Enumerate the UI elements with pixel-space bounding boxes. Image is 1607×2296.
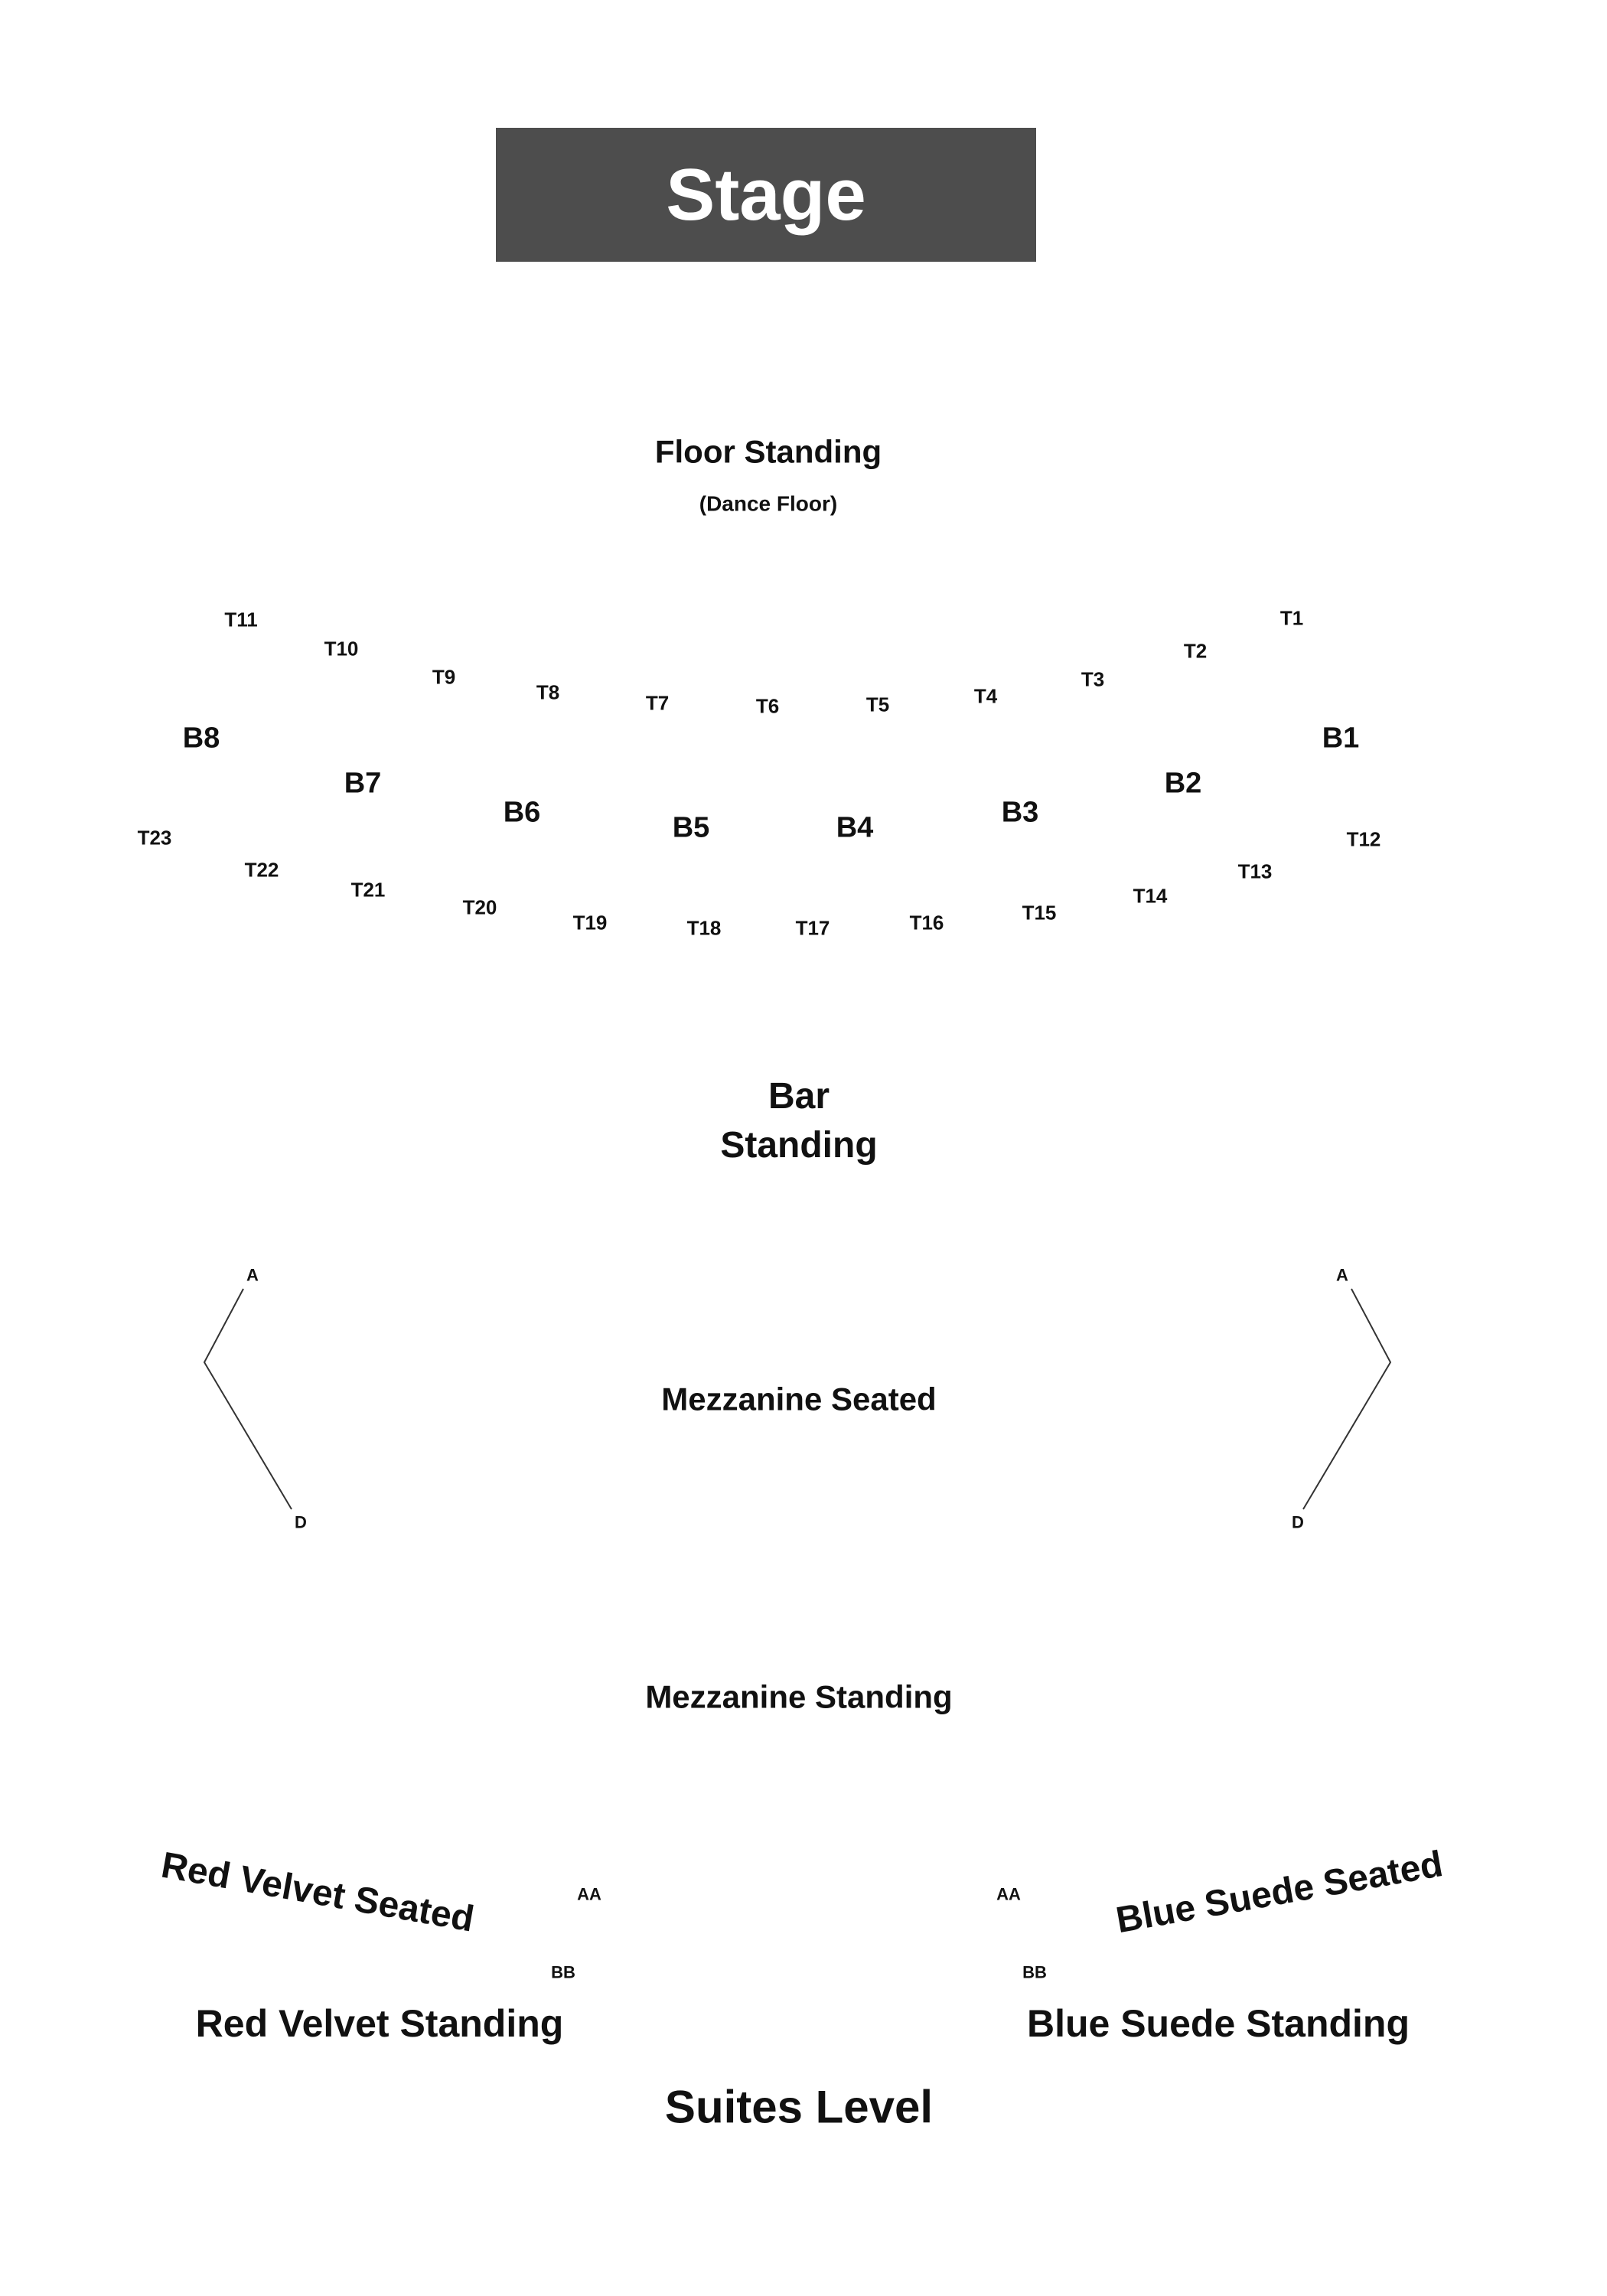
red-velvet-row-bb: BB (551, 1962, 575, 1982)
mezzanine-left-bracket (203, 1288, 292, 1510)
mezzanine-right-bracket (1302, 1288, 1392, 1510)
table-t15[interactable]: T15 (1022, 901, 1057, 925)
section-b1[interactable]: B1 (1322, 722, 1360, 755)
table-t12[interactable]: T12 (1346, 827, 1381, 851)
table-t16[interactable]: T16 (909, 911, 944, 934)
table-t14[interactable]: T14 (1133, 884, 1168, 908)
table-t17[interactable]: T17 (795, 916, 830, 940)
table-t8[interactable]: T8 (536, 680, 560, 704)
blue-suede-row-bb: BB (1022, 1962, 1047, 1982)
mezzanine-standing[interactable]: Mezzanine Standing (645, 1678, 953, 1715)
table-t18[interactable]: T18 (686, 916, 722, 940)
table-t9[interactable]: T9 (432, 665, 456, 689)
section-b3[interactable]: B3 (1001, 796, 1039, 829)
blue-suede-standing[interactable]: Blue Suede Standing (1026, 2002, 1410, 2045)
table-t11[interactable]: T11 (224, 608, 258, 631)
table-t6[interactable]: T6 (755, 694, 780, 718)
stage[interactable] (496, 128, 1036, 262)
suites-level[interactable]: Suites Level (664, 2081, 934, 2133)
table-t4[interactable]: T4 (973, 684, 998, 708)
bar-standing-line2[interactable]: Standing (720, 1125, 878, 1166)
section-b8[interactable]: B8 (182, 722, 220, 755)
section-b5[interactable]: B5 (672, 811, 710, 844)
table-t20[interactable]: T20 (462, 895, 497, 919)
mezzanine-right-row-a: A (1336, 1265, 1348, 1285)
table-t10[interactable]: T10 (324, 637, 359, 660)
table-t5[interactable]: T5 (865, 693, 890, 716)
table-t22[interactable]: T22 (244, 858, 279, 882)
table-t23[interactable]: T23 (137, 826, 172, 850)
stage-label: Stage (666, 153, 866, 236)
table-t2[interactable]: T2 (1183, 639, 1208, 663)
section-b6[interactable]: B6 (503, 796, 541, 829)
table-t19[interactable]: T19 (572, 911, 608, 934)
red-velvet-standing[interactable]: Red Velvet Standing (195, 2002, 564, 2045)
bar-standing-line1[interactable]: Bar (768, 1076, 830, 1117)
table-t3[interactable]: T3 (1081, 667, 1105, 691)
table-t13[interactable]: T13 (1237, 859, 1273, 883)
table-t1[interactable]: T1 (1279, 606, 1304, 630)
table-t7[interactable]: T7 (645, 691, 670, 715)
blue-suede-row-aa: AA (996, 1884, 1021, 1904)
section-b7[interactable]: B7 (344, 767, 382, 800)
section-b2[interactable]: B2 (1164, 767, 1202, 800)
mezzanine-seated[interactable]: Mezzanine Seated (661, 1381, 937, 1417)
mezzanine-left-row-a: A (246, 1265, 259, 1285)
mezzanine-left-row-d: D (295, 1512, 307, 1532)
red-velvet-row-aa: AA (577, 1884, 601, 1904)
floor-standing-title[interactable]: Floor Standing (654, 433, 882, 470)
floor-standing-subtitle: (Dance Floor) (699, 491, 838, 516)
table-t21[interactable]: T21 (350, 878, 386, 902)
mezzanine-right-row-d: D (1292, 1512, 1304, 1532)
section-b4[interactable]: B4 (836, 811, 874, 844)
